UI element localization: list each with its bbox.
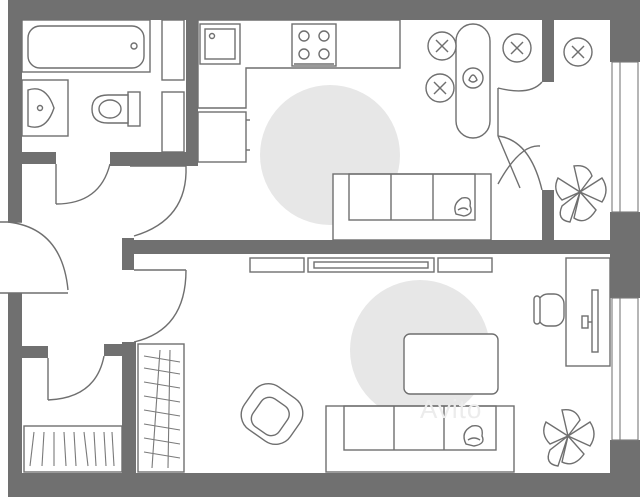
watermark: Avito	[420, 394, 482, 424]
chair	[563, 37, 593, 67]
kitchen-sink	[199, 23, 241, 65]
plant-room	[543, 409, 595, 467]
tv-stand-left	[249, 257, 305, 273]
tv	[307, 257, 435, 273]
kitchen	[197, 19, 532, 241]
fridge	[197, 111, 247, 163]
wardrobe	[23, 425, 123, 473]
monitor	[581, 289, 599, 353]
armchair	[240, 383, 304, 445]
walls	[8, 0, 640, 497]
kitchen-sofa	[332, 173, 492, 241]
coffee-table	[403, 333, 499, 395]
bathroom	[21, 19, 185, 153]
stove	[291, 23, 337, 67]
washbasin	[21, 79, 69, 137]
tv-stand-right	[437, 257, 493, 273]
chair	[502, 33, 532, 63]
doors	[0, 81, 543, 401]
plant-kitchen	[555, 165, 607, 223]
chair	[462, 67, 484, 89]
chair	[427, 31, 457, 61]
office-chair	[533, 293, 565, 327]
bathtub	[27, 25, 145, 69]
balcony	[555, 37, 607, 223]
bedroom-sofa	[325, 405, 515, 473]
chair	[425, 73, 455, 103]
closet	[137, 343, 185, 473]
bedroom: Avito	[137, 257, 611, 473]
toilet	[91, 91, 141, 127]
desk	[565, 257, 611, 367]
